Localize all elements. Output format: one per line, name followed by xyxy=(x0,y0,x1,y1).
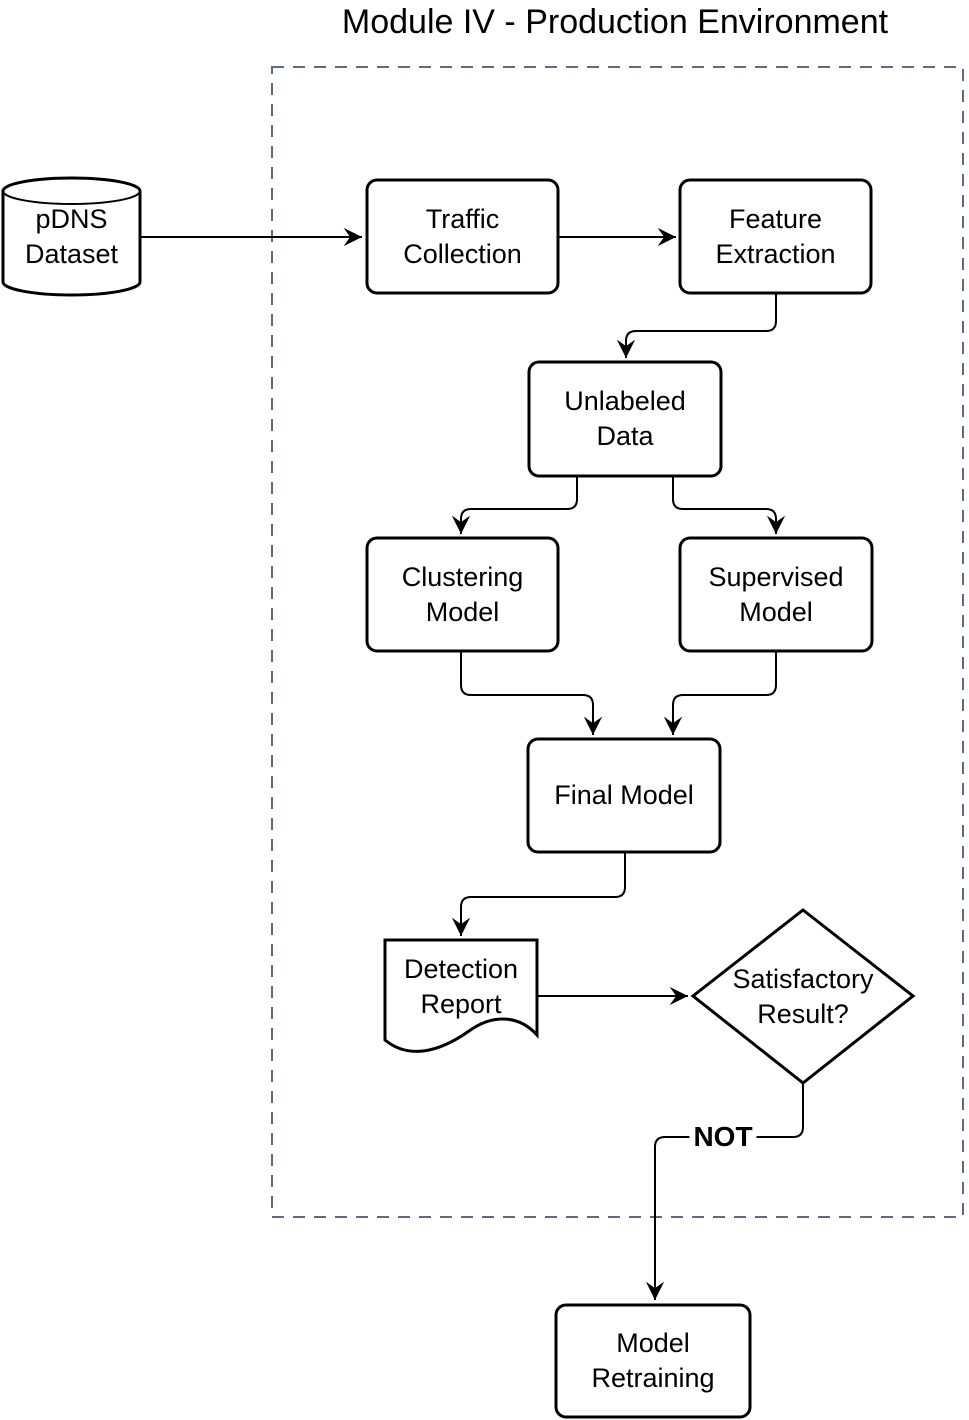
feature-extraction-node xyxy=(678,178,873,295)
final-model-node xyxy=(526,737,722,854)
edge-unlabeled-to-clustering xyxy=(451,476,578,534)
pdns-dataset-node xyxy=(1,176,142,297)
model-retraining-node xyxy=(554,1303,752,1419)
model-retraining-label: Model Retraining xyxy=(591,1328,715,1393)
clustering-model-node xyxy=(365,536,560,653)
not-edge-label: NOT xyxy=(689,1122,757,1152)
detection-report-node xyxy=(383,938,539,1053)
page-title: Module IV - Production Environment xyxy=(341,3,889,41)
supervised-model-label: Supervised Model xyxy=(708,561,844,627)
satisfactory-result-label: Satisfactory Result? xyxy=(732,963,874,1029)
supervised-model-node xyxy=(678,536,874,653)
edge-feature-to-unlabeled xyxy=(616,294,777,358)
final-model-label: Final Model xyxy=(554,780,694,810)
unlabeled-data-label: Unlabeled Data xyxy=(564,386,686,451)
detection-report-label: Detection Report xyxy=(403,954,519,1019)
pdns-dataset-cylinder-rim xyxy=(2,190,141,205)
unlabeled-data-node xyxy=(527,360,723,478)
module-boundary-box xyxy=(271,66,964,1218)
edge-unlabeled-to-supervised xyxy=(672,476,786,534)
clustering-model-label: Clustering Model xyxy=(401,561,524,627)
traffic-collection-label: Traffic Collection xyxy=(403,203,522,269)
edge-supervised-to-final xyxy=(663,652,777,735)
edge-final-to-detection xyxy=(451,853,626,936)
pdns-dataset-label: pDNS Dataset xyxy=(24,204,119,269)
feature-extraction-label: Feature Extraction xyxy=(715,203,836,269)
edge-decision-to-retraining xyxy=(645,1084,804,1300)
traffic-collection-node xyxy=(365,178,560,295)
satisfactory-result-decision-node xyxy=(690,908,916,1085)
edge-clustering-to-final xyxy=(460,652,603,735)
